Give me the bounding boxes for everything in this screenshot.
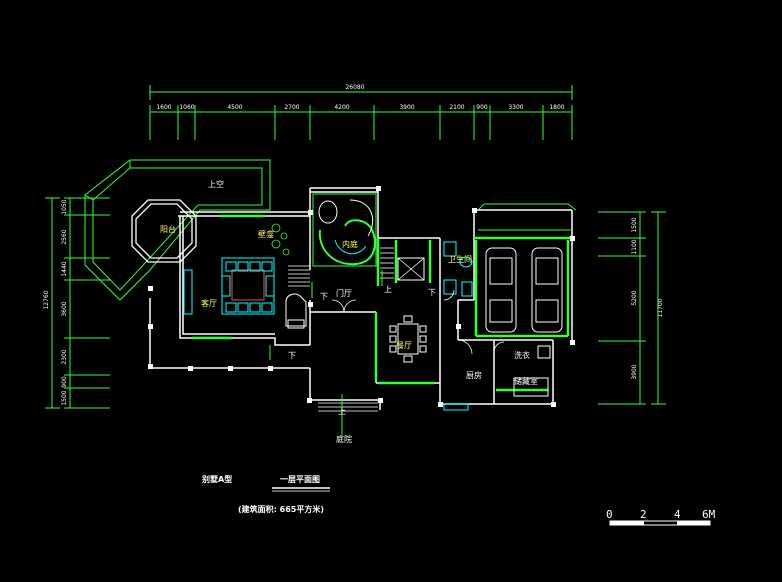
plants (271, 223, 290, 256)
villa-type-caption: 别墅A型 (201, 474, 232, 484)
overall-top-dimension: 26080 (345, 84, 364, 91)
upper-terrace-outline (84, 159, 271, 301)
left-dimension-chain (45, 197, 110, 409)
left-dim-3: 1440 (61, 261, 68, 276)
label-courtyard: 内庭 (342, 239, 358, 249)
top-dim-9: 3300 (508, 104, 523, 111)
scale-label-6m: 6M (702, 508, 716, 521)
top-dim-1: 1600 (156, 104, 171, 111)
scale-label-2: 2 (640, 508, 647, 521)
top-dim-10: 1800 (549, 104, 564, 111)
top-dimension-labels: 1600 1060 4500 2700 4200 3900 2100 900 3… (156, 104, 564, 111)
piano (285, 293, 307, 329)
elevator-shaft (397, 257, 425, 281)
stair-down-1: 下 (288, 351, 296, 360)
label-balcony: 阳台 (160, 224, 176, 234)
scale-label-0: 0 (606, 508, 613, 521)
top-dim-4: 2700 (284, 104, 299, 111)
sofa-set (183, 257, 275, 315)
column-markers (148, 186, 575, 407)
label-living-room: 客厅 (201, 298, 217, 308)
stair-treads (288, 247, 394, 412)
label-front-yard: 庭院 (336, 434, 352, 444)
right-dim-4: 3900 (631, 364, 638, 379)
right-dim-1: 1500 (631, 217, 638, 232)
right-dim-2: 1100 (631, 239, 638, 254)
cars (485, 247, 563, 333)
left-dim-1: 1050 (61, 199, 68, 214)
scale-bar: 0 2 4 6M (606, 508, 716, 526)
label-laundry: 洗衣 (514, 350, 530, 360)
label-niche: 壁龛 (258, 229, 274, 239)
stair-down-3: 下 (428, 288, 436, 297)
stair-up-1: 上 (384, 285, 392, 294)
dining-set (389, 315, 427, 363)
left-total-dimension: 12760 (43, 290, 50, 309)
right-dimension-labels: 1500 1100 5200 3900 (631, 217, 638, 379)
label-bathroom: 卫生间 (448, 254, 472, 264)
garage-canopy (477, 203, 577, 231)
right-dim-3: 5200 (631, 290, 638, 305)
top-dim-6: 3900 (399, 104, 414, 111)
top-dimension-chain (149, 85, 573, 140)
bathroom-fixtures (443, 241, 473, 297)
left-dim-5: 2300 (61, 349, 68, 364)
top-dim-8: 900 (476, 104, 488, 111)
window-lines (192, 214, 572, 392)
area-note-caption: (建筑面积: 665平方米) (238, 504, 324, 514)
left-dim-7: 1500 (61, 390, 68, 405)
label-foyer: 门厅 (336, 288, 352, 298)
right-dimension-chain (598, 211, 666, 405)
elevator-cross-2 (397, 257, 425, 281)
left-dim-4: 3600 (61, 301, 68, 316)
label-storage: 储藏室 (514, 376, 538, 386)
courtyard-outline (312, 193, 377, 267)
label-dining: 餐厅 (396, 341, 412, 350)
label-upper-void: 上空 (208, 179, 224, 189)
laundry-fixtures (443, 345, 551, 411)
top-dim-7: 2100 (449, 104, 464, 111)
door-swings (331, 289, 505, 355)
label-kitchen: 厨房 (466, 370, 482, 380)
stair-down-2: 下 (320, 292, 328, 301)
stair-up-2: 上 (338, 407, 346, 416)
top-dim-2: 1060 (179, 104, 194, 111)
scale-label-4: 4 (674, 508, 681, 521)
left-dim-6: 900 (61, 376, 68, 388)
left-dimension-labels: 1050 2560 1440 3600 2300 900 1500 (61, 199, 68, 405)
top-dim-5: 4200 (334, 104, 349, 111)
top-dim-3: 4500 (227, 104, 242, 111)
left-dim-2: 2560 (61, 229, 68, 244)
right-total-dimension: 11700 (657, 298, 664, 317)
plan-title-caption: 一层平面图 (280, 475, 320, 484)
axis-leader-lines (269, 270, 383, 436)
